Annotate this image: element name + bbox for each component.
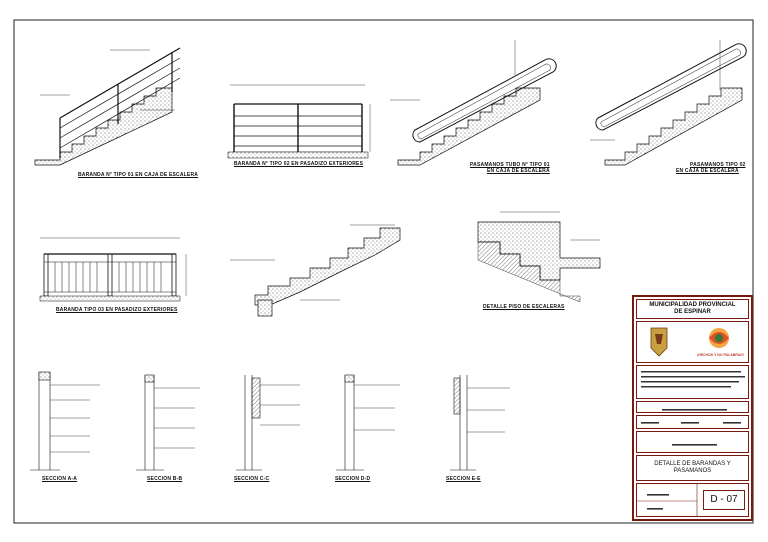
caption-piso-escaleras: DETALLE PISO DE ESCALERAS xyxy=(483,304,565,310)
caption-section-b: SECCION B-B xyxy=(147,476,183,482)
caption-pasamanos-01-b: EN CAJA DE ESCALERA xyxy=(487,168,550,174)
caption-section-e: SECCION E-E xyxy=(446,476,481,482)
title-block-header: MUNICIPALIDAD PROVINCIAL DE ESPINAR xyxy=(636,299,749,319)
section-d-d xyxy=(336,374,400,471)
responsible-box xyxy=(636,431,749,453)
caption-baranda-02: BARANDA N° TIPO 02 EN PASADIZO EXTERIORE… xyxy=(234,161,364,167)
caption-pasamanos-01: PASAMANOS TUBO N° TIPO 01 xyxy=(470,162,550,168)
sheet-title: DETALLE DE BARANDAS Y xyxy=(654,461,731,467)
detail-baranda-01 xyxy=(34,47,181,166)
sheet-title-2: PASAMANOS xyxy=(673,468,712,474)
detail-baranda-02 xyxy=(227,84,371,159)
org-name: MUNICIPALIDAD PROVINCIAL xyxy=(649,302,736,308)
caption-section-c: SECCION C-C xyxy=(234,476,270,482)
caption-baranda-01: BARANDA N° TIPO 01 EN CAJA DE ESCALERA xyxy=(78,172,199,178)
detail-pasamanos-02 xyxy=(590,40,747,166)
detail-seccion-escalera xyxy=(230,224,401,317)
coat-of-arms-icon xyxy=(650,327,668,357)
logo-area xyxy=(650,327,729,357)
caption-baranda-03: BARANDA TIPO 03 EN PASADIZO EXTERIORES xyxy=(56,307,178,313)
detail-pasamanos-01 xyxy=(390,40,557,166)
location-box xyxy=(636,415,749,429)
caption-section-d: SECCION D-D xyxy=(335,476,371,482)
sheet-info-box: D - 07 xyxy=(636,483,749,517)
detail-piso-escaleras xyxy=(477,211,601,303)
caption-pasamanos-02-b: EN CAJA DE ESCALERA xyxy=(676,168,739,174)
org-name-2: DE ESPINAR xyxy=(674,309,711,315)
sheet-title-box: DETALLE DE BARANDAS Y PASAMANOS xyxy=(636,455,749,481)
section-e-e xyxy=(450,375,510,471)
caption-section-a: SECCION A-A xyxy=(42,476,78,482)
caption-pasamanos-02: PASAMANOS TIPO 02 xyxy=(690,162,746,168)
project-description-box xyxy=(636,365,749,399)
section-c-c xyxy=(236,375,300,471)
sheet-border xyxy=(13,19,754,524)
section-b-b xyxy=(136,374,200,471)
title-block: MUNICIPALIDAD PROVINCIAL DE ESPINAR ¡HEC… xyxy=(632,295,753,521)
sheet-number: D - 07 xyxy=(703,490,745,510)
detail-baranda-03 xyxy=(39,237,187,302)
designer-box xyxy=(636,401,749,413)
section-a-a xyxy=(30,371,100,471)
municipal-logo-icon xyxy=(709,328,729,348)
project-text-placeholder xyxy=(641,371,745,388)
title-block-logos: ¡HECHOS Y NO PALABRAS! xyxy=(636,321,749,363)
slogan: ¡HECHOS Y NO PALABRAS! xyxy=(697,353,744,357)
